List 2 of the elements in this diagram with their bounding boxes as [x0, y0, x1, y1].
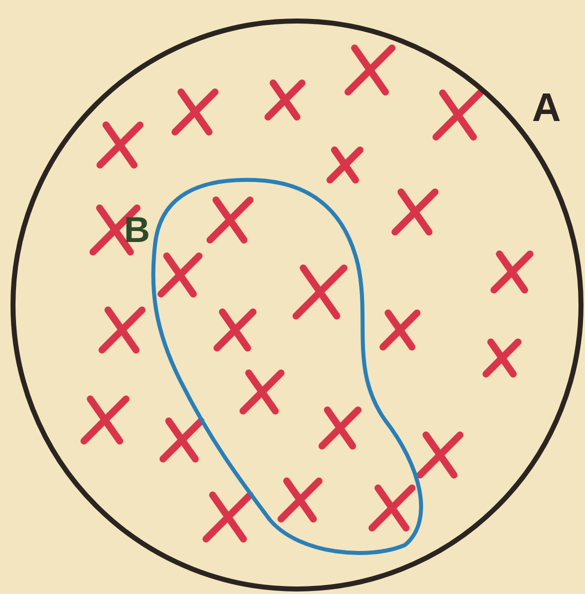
region-label: B	[124, 212, 150, 248]
region-label: A	[532, 88, 561, 128]
